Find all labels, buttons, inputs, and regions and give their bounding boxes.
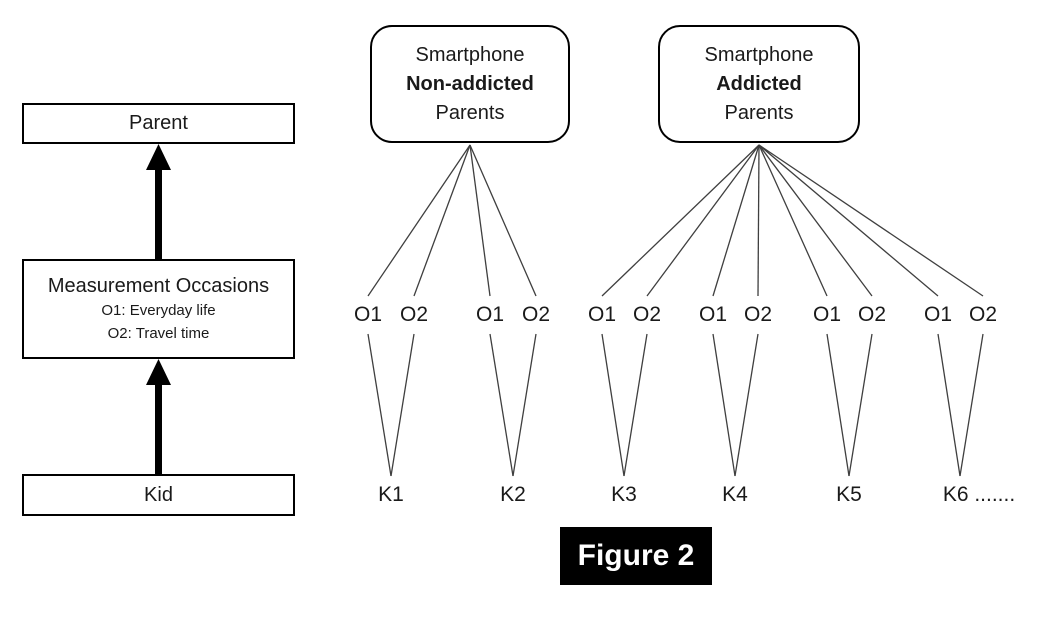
group-box-addicted: Smartphone Addicted Parents (658, 25, 860, 143)
measurement-box-subline-o2: O2: Travel time (107, 325, 210, 342)
kid-label: K6 ....... (942, 483, 1016, 506)
connector-line (646, 144, 760, 297)
group-line-emphasis: Addicted (716, 72, 802, 95)
parent-box: Parent (22, 103, 295, 144)
occasion-label-o2: O2 (521, 303, 551, 326)
kid-label: K2 (500, 483, 526, 506)
connector-line (734, 333, 759, 477)
occasion-label-o1: O1 (475, 303, 505, 326)
kid-label: K4 (722, 483, 748, 506)
connector-line (712, 144, 760, 297)
connector-line (712, 333, 736, 477)
kid-box: Kid (22, 474, 295, 516)
parent-box-label: Parent (129, 112, 188, 134)
connector-line (601, 333, 625, 477)
kid-label: K3 (611, 483, 637, 506)
connector-line (758, 144, 939, 297)
occasion-label-o2: O2 (743, 303, 773, 326)
connector-line (758, 144, 984, 297)
figure-caption: Figure 2 (560, 527, 712, 585)
occasion-label-o2: O2 (968, 303, 998, 326)
connector-line (601, 144, 760, 297)
connector-line (367, 333, 392, 477)
group-line: Parents (724, 101, 794, 124)
occasion-label-o1: O1 (587, 303, 617, 326)
connector-line (758, 144, 873, 297)
measurement-box-subline-o1: O1: Everyday life (101, 302, 216, 319)
up-arrow-kid-to-measurement (146, 359, 171, 474)
connector-line (489, 333, 514, 477)
measurement-occasions-box: Measurement Occasions O1: Everyday life … (22, 259, 295, 359)
occasion-label-o1: O1 (923, 303, 953, 326)
kid-box-label: Kid (144, 483, 173, 506)
measurement-box-title: Measurement Occasions (47, 275, 270, 297)
kid-label: K1 (378, 483, 404, 506)
group-box-non-addicted: Smartphone Non-addicted Parents (370, 25, 570, 143)
occasion-label-o1: O1 (353, 303, 383, 326)
occasion-label-o2: O2 (399, 303, 429, 326)
connector-line (757, 144, 760, 297)
connector-line (367, 144, 471, 297)
occasion-label-o2: O2 (632, 303, 662, 326)
connector-line (469, 144, 537, 297)
group-line: Parents (435, 101, 505, 124)
connector-line (413, 144, 471, 297)
occasion-label-o1: O1 (812, 303, 842, 326)
connector-line (826, 333, 850, 477)
connector-line (512, 333, 537, 477)
connector-line (848, 333, 873, 477)
group-line: Smartphone (415, 43, 525, 66)
connector-line (469, 144, 491, 297)
group-line-emphasis: Non-addicted (406, 72, 534, 95)
connector-line (623, 333, 648, 477)
group-line: Smartphone (704, 43, 814, 66)
connector-line (959, 333, 984, 477)
connector-line (758, 144, 828, 297)
occasion-label-o2: O2 (857, 303, 887, 326)
occasion-label-o1: O1 (698, 303, 728, 326)
connector-line (390, 333, 415, 477)
connector-line (937, 333, 961, 477)
up-arrow-measurement-to-parent (146, 144, 171, 259)
kid-label: K5 (836, 483, 862, 506)
